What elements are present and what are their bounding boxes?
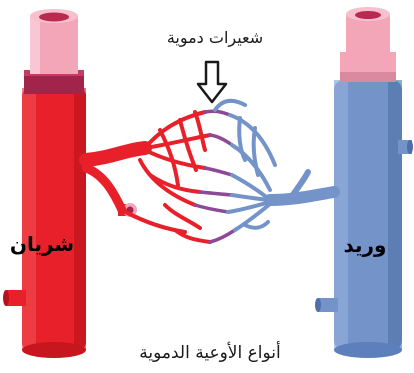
artery-label: شريان [8, 232, 76, 256]
vein-vessel [270, 7, 413, 358]
diagram-caption: أنواع الأوعية الدموية [100, 343, 320, 363]
artery-vessel [3, 9, 145, 358]
down-arrow-icon [198, 62, 226, 102]
capillary-network [122, 101, 275, 242]
vein-label: وريد [340, 233, 390, 257]
capillaries-label: شعيرات دموية [150, 28, 280, 47]
